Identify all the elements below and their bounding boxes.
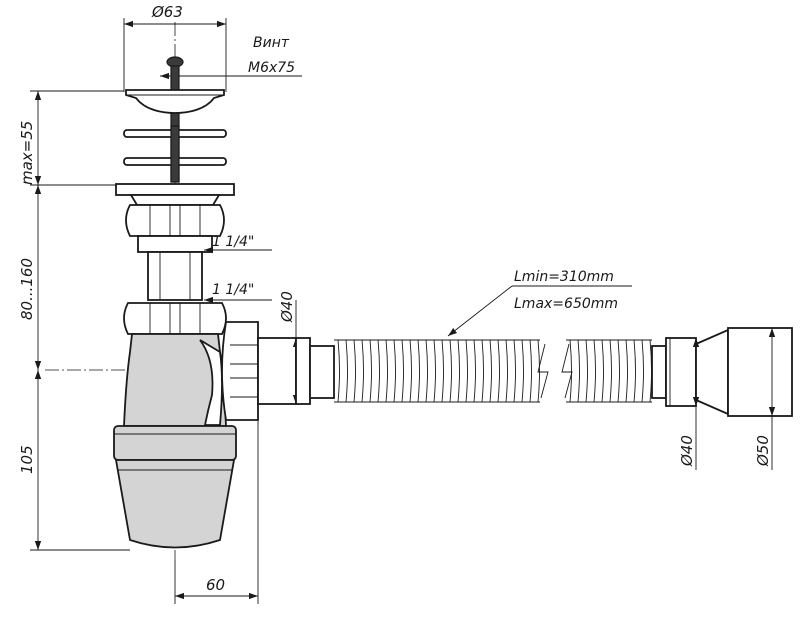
hose-end-diameter-label: Ø40 [678, 435, 696, 467]
offset-width-dimension: 60 [174, 420, 259, 604]
top-diameter-dimension: Ø63 [123, 3, 227, 92]
offset-width-label: 60 [206, 576, 225, 594]
thread-callouts: 1 1/4" 1 1/4" [204, 234, 272, 304]
hose-end-dimensions: Ø40 Ø50 [678, 328, 776, 470]
left-height-dimensions: max=55 80...160 105 [18, 90, 130, 551]
lower-nut [123, 302, 227, 335]
screw-callout: Винт М6х75 [160, 35, 302, 80]
bottle-band [113, 425, 237, 461]
upper-nut [125, 204, 225, 237]
hose-break-marks [537, 343, 573, 399]
screw-label: Винт [253, 35, 290, 51]
hose-length-callout: Lmin=310mm Lmax=650mm [447, 269, 632, 337]
corrugated-hose-right [566, 339, 652, 403]
hose-end-fitting [651, 337, 697, 407]
hose-length-min-label: Lmin=310mm [514, 269, 614, 285]
hose-length-max-label: Lmax=650mm [514, 296, 618, 312]
height-mid-label: 80...160 [18, 258, 36, 320]
bottle-cup [114, 459, 236, 549]
screw-size-label: М6х75 [248, 60, 295, 76]
outlet-diameter-label: Ø40 [278, 291, 296, 323]
top-diameter-label: Ø63 [151, 3, 183, 21]
drain-grate [123, 56, 227, 183]
thread-lower-label: 1 1/4" [212, 282, 254, 298]
vertical-tube [137, 235, 213, 301]
siphon-bottle [113, 333, 237, 549]
height-bottom-label: 105 [18, 445, 36, 474]
outlet-nut [221, 321, 297, 421]
hose-end-cuff [695, 327, 793, 417]
hose-cuff-diameter-label: Ø50 [754, 435, 772, 467]
hose-fitting-left [295, 337, 335, 405]
thread-upper-label: 1 1/4" [212, 234, 254, 250]
corrugated-hose-left [334, 339, 540, 403]
height-top-label: max=55 [18, 121, 36, 185]
sink-flange [115, 183, 235, 206]
